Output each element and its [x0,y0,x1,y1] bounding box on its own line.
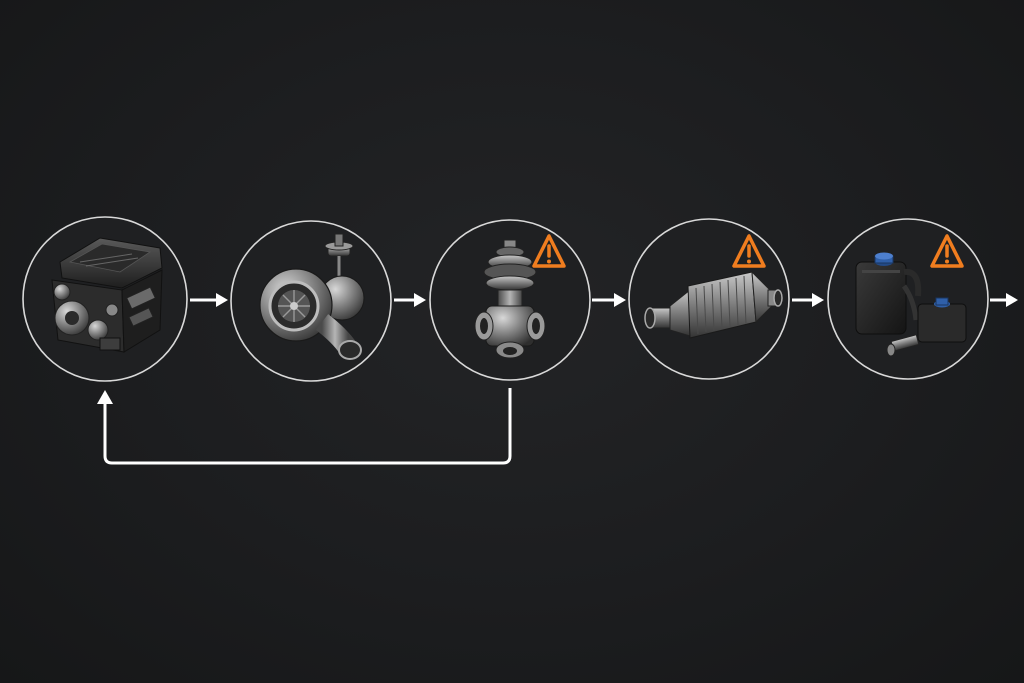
node-turbo[interactable] [230,220,392,382]
turbocharger-icon [259,233,365,360]
arrow-catalyst-to-scr [792,293,824,307]
egr-valve-icon [474,239,546,359]
node-catalyst[interactable] [628,218,790,380]
warning-triangle-icon [930,234,964,268]
warning-triangle-icon [532,234,566,268]
arrow-scr-to-outlet [990,293,1018,307]
arrow-turbo-to-egr [394,293,426,307]
node-scr[interactable] [827,218,989,380]
warning-triangle-icon [732,234,766,268]
node-egr[interactable] [429,219,591,381]
catalytic-converter-icon [644,270,783,339]
arrow-engine-to-turbo [190,293,228,307]
node-scr-ring [827,218,989,380]
def-tank-icon [855,252,967,357]
engine-block-icon [51,237,163,353]
arrow-egr-to-catalyst [592,293,626,307]
recirculation-line [103,388,512,465]
recirculation-arrowhead [97,390,113,404]
node-engine[interactable] [22,216,188,382]
